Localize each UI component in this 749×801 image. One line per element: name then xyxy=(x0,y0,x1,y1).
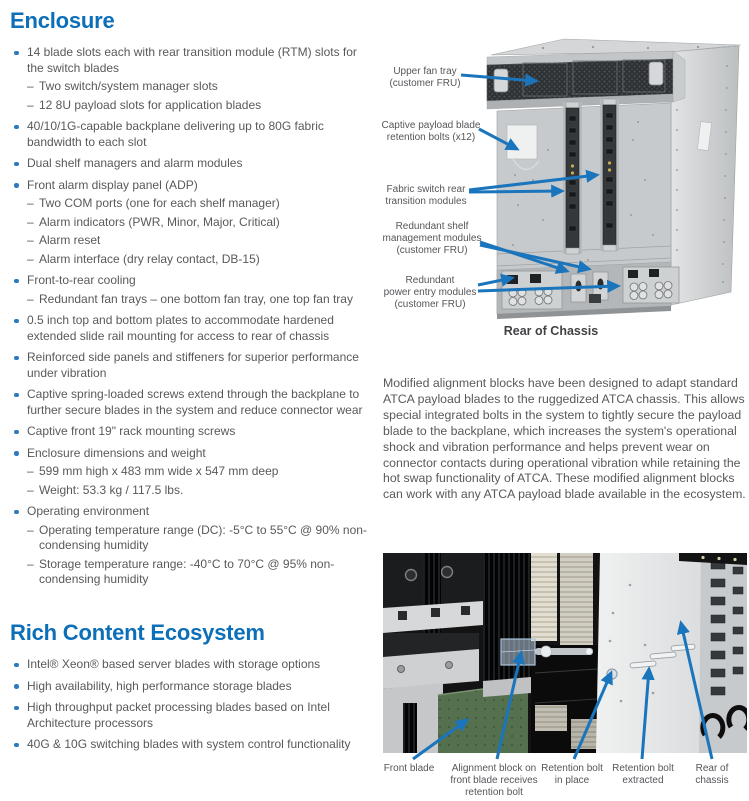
front-blade-assembly xyxy=(383,553,600,753)
list-item: 0.5 inch top and bottom plates to accomm… xyxy=(10,313,374,344)
alignment-blocks-paragraph: Modified alignment blocks have been desi… xyxy=(383,376,746,502)
ecosystem-title: Rich Content Ecosystem xyxy=(10,620,265,645)
label-arrows xyxy=(412,620,714,761)
label-rear-of-chassis: Rear of chassis xyxy=(695,763,729,786)
list-item: Intel® Xeon® based server blades with st… xyxy=(10,657,374,673)
callout-upper-fan-tray: Upper fan tray (customer FRU) xyxy=(389,66,461,89)
callout-retention-bolts: Captive payload blade retention bolts (x… xyxy=(381,120,481,143)
list-item: Storage temperature range: -40°C to 70°C… xyxy=(10,557,374,588)
rear-chassis-illustration xyxy=(460,38,742,319)
list-item: Redundant fan trays – one bottom fan tra… xyxy=(10,292,374,308)
enclosure-list: 14 blade slots each with rear transition… xyxy=(10,45,374,588)
list-item: Enclosure dimensions and weight xyxy=(10,446,374,462)
callout-shelf-management: Redundant shelf management modules (cust… xyxy=(382,221,482,256)
label-bolt-in-place: Retention bolt in place xyxy=(541,763,603,786)
rear-chassis-figure: Upper fan tray (customer FRU) Captive pa… xyxy=(382,30,747,350)
label-front-blade: Front blade xyxy=(383,763,435,774)
callout-arrows xyxy=(460,73,621,293)
list-item: Alarm indicators (PWR, Minor, Major, Cri… xyxy=(10,215,374,231)
list-item: Front-to-rear cooling xyxy=(10,273,374,289)
list-item: 40/10/1G-capable backplane delivering up… xyxy=(10,119,374,150)
list-item: 599 mm high x 483 mm wide x 547 mm deep xyxy=(10,464,374,480)
list-item: Front alarm display panel (ADP) xyxy=(10,178,374,194)
list-item: Captive front 19" rack mounting screws xyxy=(10,424,374,440)
enclosure-title: Enclosure xyxy=(10,8,115,33)
list-item: 40G & 10G switching blades with system c… xyxy=(10,737,374,753)
list-item: Operating temperature range (DC): -5°C t… xyxy=(10,523,374,554)
list-item: High throughput packet processing blades… xyxy=(10,700,374,731)
section-enclosure: Enclosure 14 blade slots each with rear … xyxy=(10,8,374,591)
list-item: Weight: 53.3 kg / 117.5 lbs. xyxy=(10,483,374,499)
list-item: Reinforced side panels and stiffeners fo… xyxy=(10,350,374,381)
list-item: Two COM ports (one for each shelf manage… xyxy=(10,196,374,212)
alignment-block-illustration xyxy=(383,553,747,761)
list-item: 12 8U payload slots for application blad… xyxy=(10,98,374,114)
label-alignment-block: Alignment block on front blade receives … xyxy=(450,763,538,798)
list-item: Two switch/system manager slots xyxy=(10,79,374,95)
rear-chassis-wall xyxy=(596,553,747,753)
list-item: Operating environment xyxy=(10,504,374,520)
list-item: 14 blade slots each with rear transition… xyxy=(10,45,374,76)
upper-fan-tray xyxy=(486,50,686,110)
list-item: High availability, high performance stor… xyxy=(10,679,374,695)
list-item: Captive spring-loaded screws extend thro… xyxy=(10,387,374,418)
list-item: Alarm interface (dry relay contact, DB-1… xyxy=(10,252,374,268)
label-bolt-extracted: Retention bolt extracted xyxy=(612,763,674,786)
alignment-block-figure: Front blade Alignment block on front bla… xyxy=(383,553,747,801)
callout-power-entry: Redundant power entry modules (customer … xyxy=(383,275,477,310)
list-item: Alarm reset xyxy=(10,233,374,249)
callout-fabric-switch-rtm: Fabric switch rear transition modules xyxy=(385,184,467,207)
figure-caption: Rear of Chassis xyxy=(503,324,599,338)
ecosystem-list: Intel® Xeon® based server blades with st… xyxy=(10,657,374,753)
list-item: Dual shelf managers and alarm modules xyxy=(10,156,374,172)
section-ecosystem: Rich Content Ecosystem Intel® Xeon® base… xyxy=(10,620,374,756)
